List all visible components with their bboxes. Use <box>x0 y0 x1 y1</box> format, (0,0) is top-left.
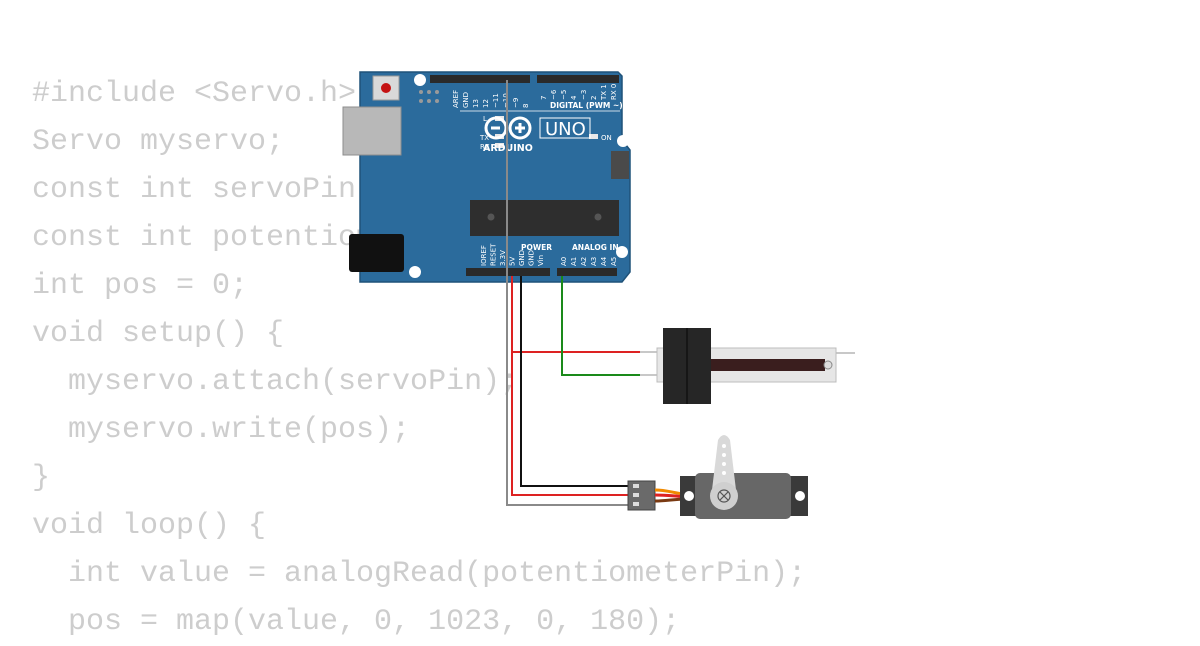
pin-label: 7 <box>540 96 548 100</box>
arduino-uno-board[interactable]: L TX RX ON UNO ARDUINO DIGITAL (PWM ~) P… <box>342 71 631 283</box>
pin-label: 12 <box>482 99 490 108</box>
led-rx <box>495 143 504 148</box>
power-jack <box>349 234 404 272</box>
board-model-label: UNO <box>545 119 586 140</box>
pin-label: A0 <box>560 257 568 266</box>
analog-label: ANALOG IN <box>572 243 619 252</box>
led-on-label: ON <box>601 134 612 142</box>
pin-label: 3.3V <box>499 250 507 266</box>
mounting-hole <box>617 135 629 147</box>
led-l-label: L <box>483 115 487 123</box>
pin-label: 2 <box>590 96 598 100</box>
pin-label: RX 0 <box>610 84 618 100</box>
code-line: int value = analogRead(potentiometerPin)… <box>32 557 807 591</box>
pin-label: RESET <box>490 243 498 266</box>
mounting-hole <box>414 74 426 86</box>
analog-header[interactable] <box>557 268 617 276</box>
arduino-logo-icon <box>484 116 532 140</box>
code-line: const int potentiomet <box>32 221 411 255</box>
wire-a0-potentiometer <box>561 276 640 376</box>
digital-header-right[interactable] <box>537 75 619 83</box>
code-line: int pos = 0; <box>32 269 249 303</box>
servo-motor[interactable] <box>680 435 808 519</box>
pin-label: GND <box>528 250 536 266</box>
wire-gnd-servo <box>520 276 630 487</box>
microcontroller-chip <box>470 200 619 236</box>
pin-label: ~6 <box>550 89 558 100</box>
code-line: myservo.attach(servoPin); <box>32 365 519 399</box>
pin-label: ~5 <box>560 90 568 100</box>
icsp-header-right <box>611 151 629 179</box>
pin-label: TX 1 <box>600 84 608 101</box>
wire-5v-potentiometer <box>511 276 640 353</box>
wires[interactable] <box>506 80 640 506</box>
wire-5v-servo <box>511 352 630 496</box>
code-line: #include <Servo.h> <box>32 77 357 111</box>
wire-signal-gray <box>506 80 630 506</box>
usb-connector <box>342 106 402 156</box>
pin-label: 4 <box>570 95 578 100</box>
mounting-hole <box>409 266 421 278</box>
pin-label: Vin <box>537 255 545 266</box>
pin-label: A3 <box>590 257 598 266</box>
led-on <box>589 134 598 139</box>
pin-label: 13 <box>472 99 480 108</box>
circuit-canvas[interactable]: L TX RX ON UNO ARDUINO DIGITAL (PWM ~) P… <box>0 0 1200 630</box>
power-label: POWER <box>521 243 552 252</box>
led-rx-label: RX <box>480 143 490 151</box>
pin-label: A2 <box>580 257 588 266</box>
pin-label: ~11 <box>492 93 500 108</box>
code-line: } <box>32 461 51 495</box>
led-tx-label: TX <box>479 134 489 142</box>
mounting-hole <box>616 246 628 258</box>
code-line: void loop() { <box>32 509 267 543</box>
pin-label: AREF <box>452 90 460 108</box>
pin-label: GND <box>462 92 470 108</box>
pin-label: 5V <box>509 257 517 266</box>
servo-horn[interactable] <box>712 435 736 498</box>
digital-label: DIGITAL (PWM ~) <box>550 101 623 110</box>
digital-header-left[interactable] <box>430 75 530 83</box>
pin-label: A1 <box>570 257 578 266</box>
reset-button-dot <box>381 83 391 93</box>
pin-label: 8 <box>522 104 530 108</box>
uno-label-box <box>539 117 591 139</box>
pin-label: ~9 <box>512 98 520 108</box>
code-line: Servo myservo; <box>32 125 285 159</box>
code-line: void setup() { <box>32 317 285 351</box>
icsp-header <box>419 90 439 103</box>
pin-label: A5 <box>610 257 618 266</box>
pin-label: IOREF <box>480 245 488 266</box>
pin-label: GND <box>518 250 526 266</box>
slide-potentiometer[interactable] <box>640 328 855 404</box>
code-line: myservo.write(pos); <box>32 413 411 447</box>
pin-label: A4 <box>600 256 608 266</box>
pin-label: ~3 <box>580 90 588 100</box>
